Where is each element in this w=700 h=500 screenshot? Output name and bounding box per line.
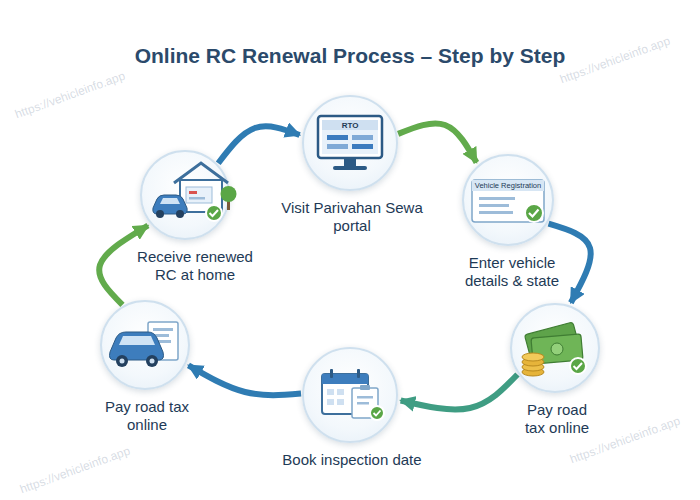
car-document-icon bbox=[110, 332, 164, 360]
calendar-icon bbox=[322, 369, 384, 420]
money-icon bbox=[531, 334, 583, 364]
house-car-icon bbox=[189, 191, 197, 194]
calendar-icon bbox=[357, 369, 360, 378]
money-icon bbox=[522, 363, 544, 371]
step-label: Pay road tax online bbox=[97, 398, 197, 434]
watermark: https://vehicleinfo.app bbox=[13, 70, 126, 121]
car-document-icon bbox=[120, 359, 125, 364]
calendar-icon bbox=[322, 374, 368, 414]
house-car-icon bbox=[153, 195, 187, 214]
monitor-icon bbox=[322, 120, 378, 154]
step-circle: Enter vehicle details & state bbox=[462, 154, 554, 246]
calendar-icon bbox=[330, 369, 333, 378]
step-circle: Receive renewed RC at home bbox=[140, 150, 230, 240]
monitor-icon bbox=[344, 158, 356, 166]
house-car-icon bbox=[156, 210, 164, 218]
monitor-icon bbox=[318, 116, 382, 170]
house-car-icon bbox=[227, 198, 230, 210]
calendar-icon bbox=[327, 389, 334, 395]
money-icon bbox=[574, 363, 583, 369]
house-car-icon bbox=[174, 163, 228, 183]
house-car-icon bbox=[176, 210, 184, 218]
step-circle: Visit Parivahan Sewa portal bbox=[302, 95, 398, 191]
car-document-icon bbox=[153, 340, 171, 343]
form-icon bbox=[472, 180, 544, 222]
form-icon bbox=[472, 180, 544, 222]
money-icon bbox=[570, 358, 586, 374]
form-icon bbox=[525, 204, 543, 222]
house-car-icon bbox=[210, 210, 219, 216]
step-circle: Pay road tax online bbox=[100, 300, 190, 390]
car-document-icon bbox=[150, 359, 155, 364]
flow-arrow bbox=[188, 365, 301, 395]
calendar-icon bbox=[352, 388, 378, 418]
step-label: Book inspection date bbox=[257, 451, 447, 469]
page-title: Online RC Renewal Process – Step by Step bbox=[0, 44, 700, 68]
house-car-icon bbox=[153, 163, 237, 221]
watermark: https://vehicleinfo.app bbox=[18, 445, 131, 496]
money-icon bbox=[522, 322, 586, 376]
form-icon bbox=[479, 204, 509, 207]
car-document-icon bbox=[110, 322, 179, 367]
form-icon bbox=[479, 211, 513, 214]
house-car-icon bbox=[189, 197, 205, 200]
step-label: Pay road tax online bbox=[517, 401, 597, 437]
car-document-icon bbox=[153, 334, 169, 337]
calendar-icon bbox=[357, 396, 373, 399]
car-document-icon bbox=[148, 322, 178, 360]
house-car-icon bbox=[180, 180, 222, 212]
monitor-icon bbox=[322, 120, 378, 130]
calendar-icon bbox=[357, 402, 369, 405]
calendar-icon bbox=[337, 399, 344, 405]
flow-arrow bbox=[218, 126, 299, 163]
flow-arrow bbox=[401, 375, 518, 410]
step-label: Receive renewed RC at home bbox=[133, 248, 258, 284]
money-icon bbox=[551, 343, 563, 355]
watermark: https://vehicleinfo.app bbox=[558, 35, 671, 86]
calendar-icon bbox=[374, 411, 381, 416]
calendar-icon bbox=[337, 389, 344, 395]
step-circle: Book inspection date bbox=[302, 347, 398, 443]
form-icon bbox=[529, 210, 539, 217]
monitor-icon bbox=[327, 135, 348, 140]
car-document-icon bbox=[153, 328, 173, 331]
monitor-icon bbox=[327, 144, 348, 149]
house-car-icon bbox=[160, 198, 180, 204]
calendar-icon bbox=[370, 406, 384, 420]
step-label: Visit Parivahan Sewa portal bbox=[277, 199, 427, 235]
house-car-icon bbox=[206, 205, 222, 221]
monitor-icon bbox=[352, 135, 373, 140]
monitor-icon bbox=[352, 144, 373, 149]
form-icon bbox=[479, 197, 515, 200]
monitor-icon bbox=[333, 166, 367, 170]
monitor-icon bbox=[318, 116, 382, 158]
money-icon bbox=[522, 353, 544, 361]
flow-arrow bbox=[398, 123, 476, 162]
money-icon bbox=[522, 368, 544, 376]
calendar-icon bbox=[322, 374, 368, 384]
car-document-icon bbox=[116, 355, 128, 367]
house-car-icon bbox=[221, 186, 237, 202]
calendar-icon bbox=[327, 399, 334, 405]
flow-arrow bbox=[99, 226, 148, 305]
car-document-icon bbox=[146, 355, 158, 367]
car-document-icon bbox=[119, 336, 155, 345]
calendar-icon bbox=[360, 385, 370, 390]
step-circle: Pay road tax online bbox=[510, 303, 600, 393]
money-icon bbox=[524, 322, 579, 360]
money-icon bbox=[522, 358, 544, 366]
house-car-icon bbox=[186, 187, 212, 203]
step-label: Enter vehicle details & state bbox=[455, 254, 570, 290]
form-icon bbox=[472, 180, 544, 191]
